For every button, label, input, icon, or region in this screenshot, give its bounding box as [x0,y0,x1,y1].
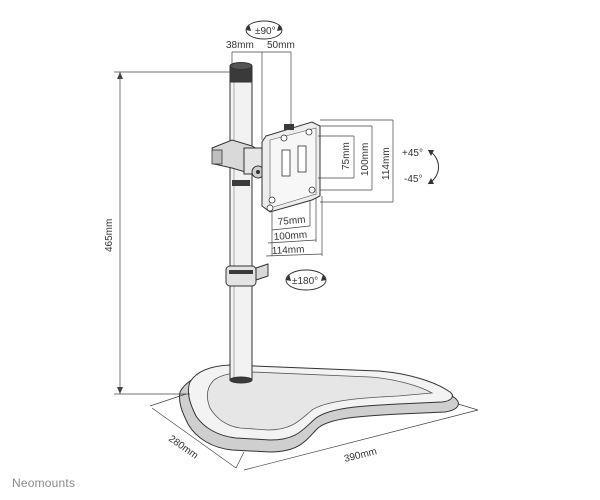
vesa-h3-label: 114mm [381,147,392,180]
base-depth-label: 280mm [166,433,200,461]
height-label: 465mm [104,219,115,252]
tilt-up-label: +45° [402,148,423,159]
stand-base [179,364,459,453]
vesa-w2-label: 100mm [273,230,307,243]
vesa-h2-label: 100mm [360,143,371,176]
dimension-arrows [117,72,123,394]
rotate-label: ±180° [292,276,318,287]
vesa-w3-label: 114mm [272,244,305,257]
dimension-lines [114,51,479,471]
vesa-h1-label: 75mm [341,142,352,170]
swivel-label: ±90° [255,26,276,37]
rotate-symbol [285,269,327,291]
tilt-symbol [427,149,439,185]
swivel-symbol [245,20,283,40]
vesa-plate [261,121,321,213]
brand-logo-text: Neomounts [12,476,76,490]
cable-clip [225,263,269,287]
vesa-w1-label: 75mm [277,215,306,228]
offset-a-label: 38mm [226,40,254,51]
stand-pole [229,62,253,384]
offset-b-label: 50mm [267,40,295,51]
base-width-label: 390mm [343,446,378,465]
tilt-down-label: -45° [404,174,422,185]
